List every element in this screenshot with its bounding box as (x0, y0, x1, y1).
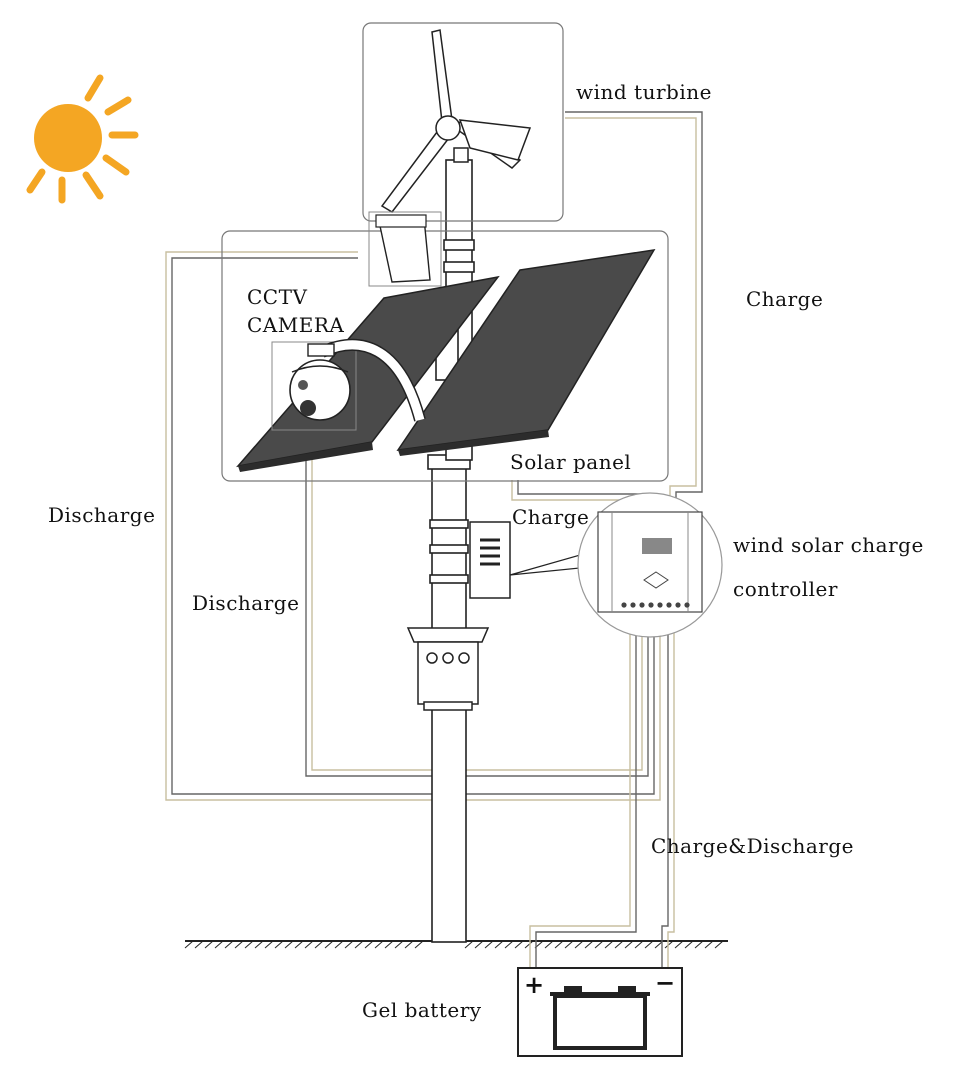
battery-plus-sign: + (524, 970, 545, 999)
gel-battery-icon (517, 967, 683, 1057)
sun-icon (26, 74, 139, 204)
battery-minus-sign: − (655, 968, 676, 997)
controller-enclosure (469, 521, 581, 599)
pole (427, 159, 475, 943)
wiring (165, 111, 703, 974)
label-cctv: CCTV (247, 285, 308, 309)
label-controller-line2: controller (733, 577, 838, 601)
solar-panels (236, 249, 656, 472)
charge-controller-magnifier (577, 492, 723, 638)
label-charge-discharge: Charge&Discharge (651, 834, 855, 858)
label-camera: CAMERA (247, 313, 345, 337)
label-discharge-inner: Discharge (192, 591, 300, 615)
cctv-camera (271, 339, 426, 431)
wind-turbine-box (362, 22, 564, 222)
label-controller-line1: wind solar charge (733, 533, 924, 557)
label-wind-turbine: wind turbine (576, 80, 712, 104)
solar-panel-box (221, 230, 669, 482)
camera-mount (368, 211, 442, 287)
label-solar-panel: Solar panel (510, 450, 632, 474)
label-charge-turbine: Charge (746, 287, 824, 311)
wind-turbine (380, 29, 532, 213)
junction-box (406, 627, 490, 711)
label-gel-battery: Gel battery (362, 998, 482, 1022)
label-charge-solar: Charge (512, 505, 590, 529)
label-discharge-outer: Discharge (48, 503, 156, 527)
